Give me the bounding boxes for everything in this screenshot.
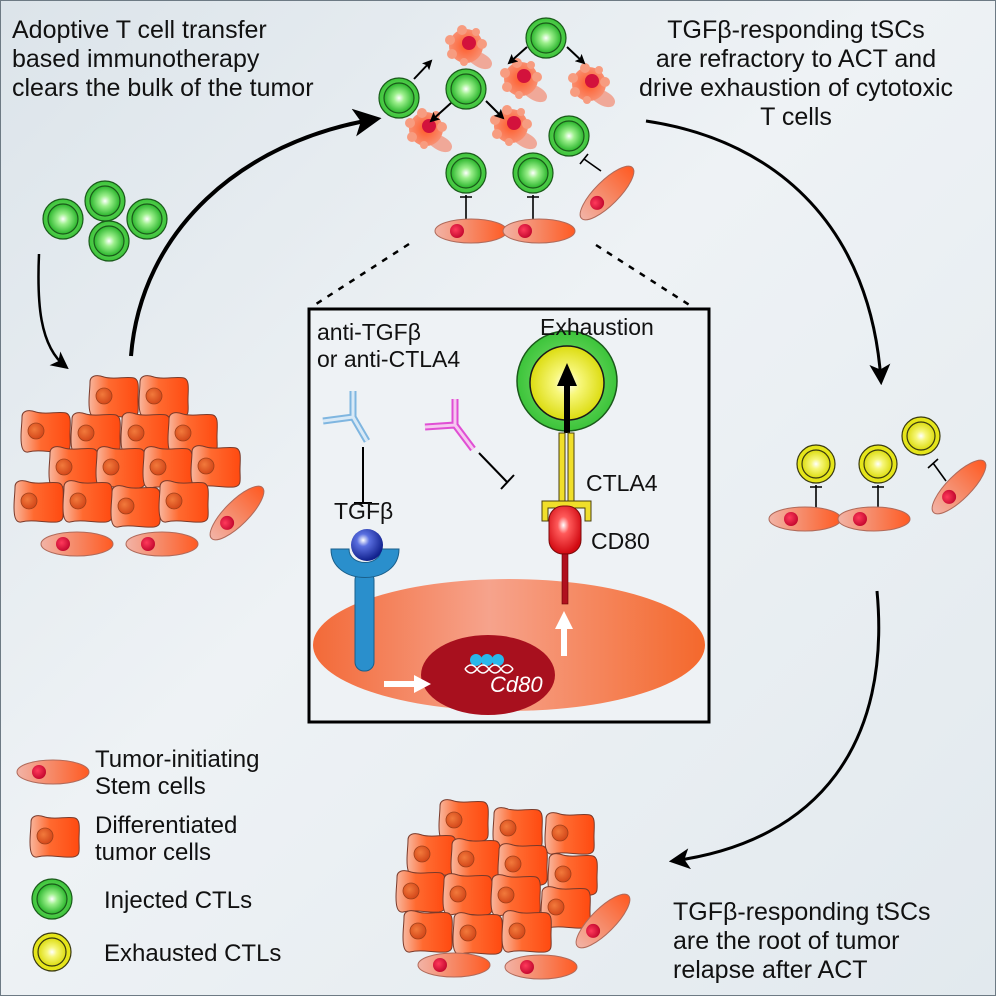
zoom-guide-left xyxy=(312,242,410,308)
signal-arrow-to-nucleus xyxy=(384,675,431,693)
caption-refractory: TGFβ-responding tSCs are refractory to A… xyxy=(638,16,954,131)
cycle-arrow-relapse xyxy=(668,590,881,870)
label-tgfb: TGFβ xyxy=(334,498,394,524)
label-cd80-gene: Cd80 xyxy=(490,672,543,697)
tgfb-ligand xyxy=(351,529,383,561)
zoom-guide-right xyxy=(595,243,692,308)
injected-ctl-cluster xyxy=(42,180,168,262)
injected-ctl xyxy=(126,198,168,240)
cd80-gene-locus xyxy=(464,654,514,674)
injected-ctl xyxy=(548,115,590,157)
tgfb-receptor xyxy=(330,529,400,672)
label-antibodies: anti-TGFβ or anti-CTLA4 xyxy=(317,319,461,372)
anti-tgfb-antibody xyxy=(322,391,372,504)
exhausted-ctl-icon xyxy=(32,932,72,972)
injected-ctl xyxy=(378,77,420,119)
caption-act: Adoptive T cell transfer based immunothe… xyxy=(12,16,314,102)
cycle-arrow-injection xyxy=(37,253,69,370)
relapsed-tumor xyxy=(395,799,638,980)
act-killing-cluster xyxy=(378,17,642,244)
mechanism-inset xyxy=(307,307,711,724)
expression-arrow-up xyxy=(555,611,573,656)
injected-ctl-icon xyxy=(31,878,73,920)
legend-label-exhausted: Exhausted CTLs xyxy=(104,940,282,967)
cd80-ligand xyxy=(548,505,582,605)
injected-ctl xyxy=(84,180,126,222)
legend-label-stem: Tumor-initiating Stem cells xyxy=(95,746,260,800)
cycle-arrow-exhaustion xyxy=(645,119,891,386)
legend-label-injected: Injected CTLs xyxy=(104,887,253,914)
label-exhaustion: Exhaustion xyxy=(540,314,654,340)
injected-ctl xyxy=(42,198,84,240)
exhausted-ctl-cluster xyxy=(768,416,994,532)
stem-cell-icon xyxy=(16,759,90,785)
anti-ctla4-antibody xyxy=(424,399,515,490)
injected-ctl xyxy=(512,152,554,194)
exhausted-ctl xyxy=(796,444,836,484)
cycle-arrow-act xyxy=(129,108,382,357)
exhausted-ctl xyxy=(901,416,941,456)
exhausted-ctl xyxy=(858,444,898,484)
ctla4-receptor xyxy=(541,432,592,522)
nucleus xyxy=(421,635,555,715)
label-ctla4: CTLA4 xyxy=(586,470,658,496)
injected-ctl xyxy=(525,17,567,59)
exhaustion-arrow xyxy=(557,363,577,433)
initial-tumor xyxy=(13,375,272,557)
caption-relapse: TGFβ-responding tSCs are the root of tum… xyxy=(673,898,931,984)
label-cd80: CD80 xyxy=(591,528,650,554)
injected-ctl xyxy=(445,68,487,110)
legend-label-differentiated: Differentiated tumor cells xyxy=(95,812,238,866)
legend-icons xyxy=(16,759,90,972)
injected-ctl xyxy=(445,152,487,194)
t-cell-exhaustion xyxy=(516,330,618,433)
differentiated-cell-icon xyxy=(29,815,80,858)
injected-ctl xyxy=(88,220,130,262)
